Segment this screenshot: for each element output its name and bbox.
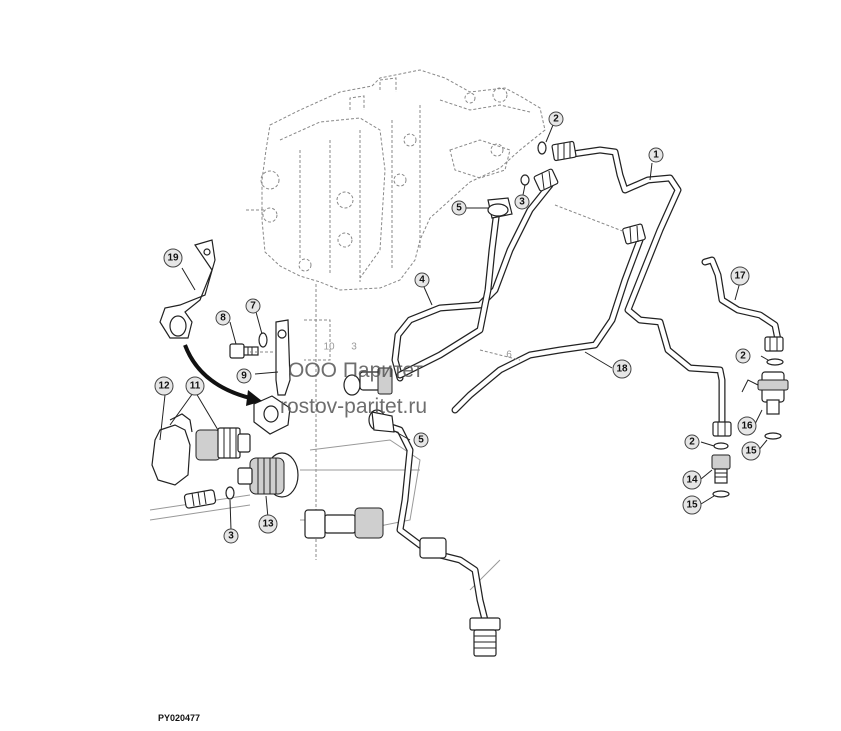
screw-8 [229, 343, 259, 359]
pipe-1 [562, 146, 726, 429]
callout-16: 16 [737, 416, 757, 436]
bracket-19 [159, 239, 216, 339]
callout-19: 19 [163, 248, 183, 268]
pipe-nut-upper [551, 140, 577, 162]
callout-15-left: 15 [682, 495, 702, 515]
svg-text:19: 19 [167, 253, 179, 264]
o-ring-3-left [225, 486, 235, 500]
coupler-11 [195, 427, 251, 461]
svg-text:3: 3 [228, 531, 234, 542]
pipe-nut-17 [764, 336, 784, 352]
assembly-arrow [183, 344, 262, 406]
coupler-13 [237, 452, 299, 498]
washer-7 [258, 332, 268, 348]
ghost-label-6: 6 [506, 350, 512, 361]
callout-2-left: 2 [684, 434, 700, 450]
watermark-company: ООО Паритет [288, 359, 423, 382]
callout-17: 17 [730, 266, 750, 286]
fitting-cluster-mid [343, 367, 393, 396]
callout-13: 13 [258, 514, 278, 534]
callout-9: 9 [236, 368, 252, 384]
valve-lower [304, 507, 447, 559]
pipe-4 [391, 181, 554, 382]
pipe-nut-18 [622, 223, 646, 245]
callout-12: 12 [154, 376, 174, 396]
callout-4: 4 [414, 272, 430, 288]
svg-text:16: 16 [741, 421, 753, 432]
o-ring-2-right [766, 358, 784, 366]
callout-11: 11 [185, 376, 205, 396]
valve-block-ghost [246, 69, 546, 560]
callout-3-lower: 3 [223, 528, 239, 544]
callout-3-upper: 3 [514, 194, 530, 210]
svg-text:2: 2 [740, 351, 746, 362]
svg-text:1: 1 [653, 150, 659, 161]
hose-end-left [183, 489, 217, 509]
pipe-18 [451, 236, 644, 414]
watermark-url: rostov-paritet.ru [280, 395, 427, 418]
callout-1: 1 [648, 147, 664, 163]
svg-text:15: 15 [686, 500, 698, 511]
adapter-14 [711, 442, 731, 484]
bracket-9 [253, 319, 291, 435]
clamp-5-lower [368, 409, 395, 433]
svg-text:5: 5 [418, 435, 424, 446]
svg-text:5: 5 [456, 203, 462, 214]
callout-2-upper: 2 [548, 111, 564, 127]
ghost-label-10: 10 [323, 342, 335, 353]
svg-text:17: 17 [734, 271, 746, 282]
o-ring-3-upper [520, 174, 530, 186]
callout-2-right: 2 [735, 348, 751, 364]
svg-text:8: 8 [220, 313, 226, 324]
clamp-5-upper [487, 197, 513, 219]
svg-text:4: 4 [419, 275, 425, 286]
tee-fitting-16 [741, 371, 789, 415]
pipe-nut-1-lower [712, 421, 732, 437]
svg-text:12: 12 [158, 381, 170, 392]
o-ring-15-right [764, 432, 782, 440]
callout-18: 18 [612, 359, 632, 379]
callout-8: 8 [215, 310, 231, 326]
svg-text:11: 11 [190, 381, 201, 392]
svg-text:13: 13 [262, 519, 274, 530]
o-ring-2-upper [537, 141, 547, 155]
pipe-5-lower [381, 421, 489, 624]
svg-text:14: 14 [686, 475, 698, 486]
pipe-nut-mid [533, 168, 559, 192]
pipe-17 [701, 256, 782, 344]
callout-5-upper: 5 [451, 200, 467, 216]
callout-14: 14 [682, 470, 702, 490]
leader-lines [159, 124, 769, 531]
center-lines [250, 204, 626, 361]
svg-text:7: 7 [250, 301, 256, 312]
callout-15-right: 15 [741, 441, 761, 461]
svg-text:2: 2 [553, 114, 559, 125]
callout-7: 7 [245, 298, 261, 314]
svg-text:18: 18 [616, 364, 628, 375]
ghost-label-3: 3 [351, 342, 357, 353]
fitting-bottom [469, 617, 501, 657]
dust-cap-12 [151, 413, 193, 486]
callout-5-lower: 5 [413, 432, 429, 448]
svg-text:9: 9 [241, 371, 247, 382]
figure-code: PY020477 [158, 713, 200, 723]
svg-text:15: 15 [745, 446, 757, 457]
svg-text:2: 2 [689, 437, 695, 448]
o-ring-15-left [712, 490, 730, 498]
pipe-6 [396, 206, 501, 379]
svg-text:3: 3 [519, 197, 525, 208]
